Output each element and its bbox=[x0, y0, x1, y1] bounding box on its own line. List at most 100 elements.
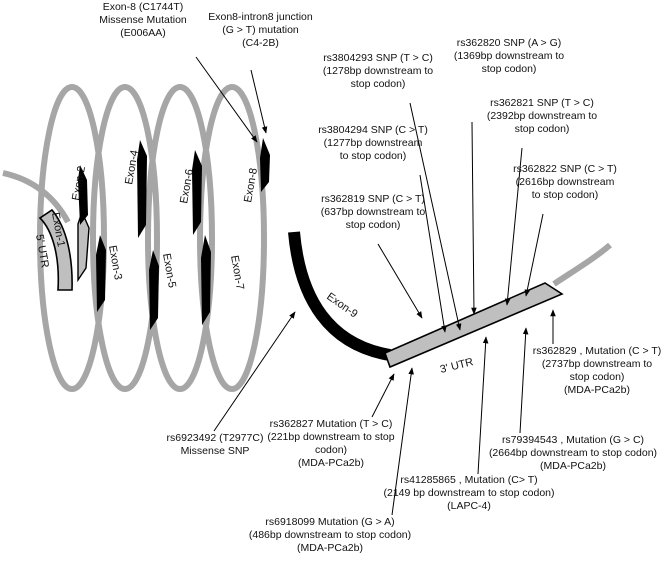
arrow-rs3804294 bbox=[419, 174, 447, 333]
utr5-label: 5' UTR bbox=[33, 233, 51, 269]
exon-1-label: Exon-1 bbox=[49, 211, 67, 247]
arrow-exon8-mut bbox=[195, 56, 258, 143]
exon-2-box bbox=[77, 210, 90, 283]
annotation-line: (1369bp downstream to bbox=[453, 50, 565, 62]
annotation-line: Exon8-intron8 junction bbox=[208, 11, 313, 23]
exon-labels: Exon-1 5' UTR Exon-2 Exon-3 Exon-4 Exon-… bbox=[33, 149, 475, 376]
annotation-line: rs362827 Mutation (T > C) bbox=[269, 418, 393, 430]
annotation-line: (1277bp downstream bbox=[323, 137, 423, 149]
annotation-line: (MDA-PCa2b) bbox=[298, 457, 364, 469]
exon-6-block bbox=[192, 150, 202, 235]
annotation-line: rs6923492 (T2977C) bbox=[166, 432, 264, 444]
annotation-line: codon) bbox=[314, 444, 348, 456]
annotation-line: stop codon) bbox=[345, 219, 401, 231]
annotation-line: rs362822 SNP (C > T) bbox=[513, 163, 617, 175]
annotation-line: rs6918099 Mutation (G > A) bbox=[265, 516, 395, 528]
exon-7-label: Exon-7 bbox=[228, 254, 246, 290]
arrow-rs79394543 bbox=[519, 327, 529, 434]
annotation-exon8-mutation: Exon-8 (C1744T) Missense Mutation (E006A… bbox=[93, 1, 193, 40]
exon-8-block bbox=[260, 138, 270, 192]
arrow-rs362827 bbox=[371, 373, 395, 418]
annotation-line: stop codon) bbox=[569, 371, 625, 383]
arrow-rs362819 bbox=[377, 243, 423, 319]
exon-4-block bbox=[137, 140, 147, 238]
annotation-line: (2664bp downstream to stop codon) bbox=[488, 447, 658, 459]
arrow-rs41285865 bbox=[477, 336, 489, 475]
exon-1-box bbox=[38, 208, 73, 291]
annotation-rs362821: rs362821 SNP (T > C) (2392bp downstream … bbox=[477, 97, 607, 136]
exon-blocks bbox=[78, 138, 270, 330]
utr3-label: 3' UTR bbox=[439, 356, 475, 376]
arrow-rs362822 bbox=[524, 213, 544, 297]
annotation-line: rs79394543 , Mutation (G > C) bbox=[501, 434, 645, 446]
annotation-rs362829: rs362829 , Mutation (C > T) (2737bp down… bbox=[528, 345, 666, 397]
exon-9-segment bbox=[288, 231, 392, 361]
annotation-line: rs3804293 SNP (T > C) bbox=[323, 52, 433, 64]
arrow-rs6918099 bbox=[391, 367, 414, 516]
annotation-rs6918099: rs6918099 Mutation (G > A) (486bp downst… bbox=[244, 516, 416, 555]
coil-loop-4 bbox=[197, 84, 267, 392]
annotation-line: (2616bp downstream bbox=[515, 176, 615, 188]
exon-5-block bbox=[149, 250, 159, 330]
annotation-rs362822: rs362822 SNP (C > T) (2616bp downstream … bbox=[505, 163, 625, 202]
annotation-line: rs362819 SNP (C > T) bbox=[321, 193, 425, 205]
annotation-line: stop codon) bbox=[514, 123, 570, 135]
annotation-line: (637bp downstream to bbox=[320, 206, 426, 218]
annotation-exon8-intron8-junction: Exon8-intron8 junction (G > T) mutation … bbox=[198, 11, 323, 50]
utr3-box bbox=[383, 282, 564, 369]
annotation-rs362827: rs362827 Mutation (T > C) (221bp downstr… bbox=[262, 418, 400, 470]
annotation-line: Missense Mutation bbox=[99, 14, 187, 26]
annotation-rs79394543: rs79394543 , Mutation (G > C) (2664bp do… bbox=[479, 434, 667, 473]
annotation-rs3804294: rs3804294 SNP (C > T) (1277bp downstream… bbox=[308, 124, 438, 163]
annotation-line: stop codon) bbox=[350, 78, 406, 90]
annotation-arrows bbox=[195, 56, 556, 516]
annotation-line: rs362820 SNP (A > G) bbox=[456, 37, 562, 49]
annotation-line: (G > T) mutation bbox=[222, 24, 299, 36]
exon-2-dark bbox=[78, 165, 88, 225]
exon-3-label: Exon-3 bbox=[106, 244, 124, 280]
annotation-line: to stop codon) bbox=[339, 150, 407, 162]
arrow-rs3804293 bbox=[409, 102, 462, 331]
arrow-junction bbox=[250, 69, 268, 134]
annotation-line: (486bp downstream to stop codon) bbox=[248, 529, 412, 541]
annotation-line: to stop codon) bbox=[531, 189, 599, 201]
annotation-rs362819: rs362819 SNP (C > T) (637bp downstream t… bbox=[308, 193, 438, 232]
arrow-rs362821 bbox=[504, 147, 523, 306]
exon-4-label: Exon-4 bbox=[123, 149, 141, 185]
exon-2-label: Exon-2 bbox=[70, 165, 88, 201]
annotation-line: (LAPC-4) bbox=[447, 500, 491, 512]
annotation-line: (MDA-PCa2b) bbox=[564, 384, 630, 396]
arrow-rs6923492 bbox=[213, 311, 296, 432]
annotation-line: (2149 bp downstream to stop codon) bbox=[383, 487, 555, 499]
annotation-line: rs3804294 SNP (C > T) bbox=[318, 124, 428, 136]
arrow-rs362820 bbox=[471, 121, 477, 315]
coil-loop-1 bbox=[37, 84, 107, 392]
coil-loop-2 bbox=[90, 84, 160, 392]
annotation-rs41285865: rs41285865 , Mutation (C> T) (2149 bp do… bbox=[372, 474, 566, 513]
annotation-line: (C4-2B) bbox=[242, 37, 279, 49]
annotation-line: rs362829 , Mutation (C > T) bbox=[532, 345, 662, 357]
exon-7-block bbox=[201, 235, 211, 325]
annotation-line: rs41285865 , Mutation (C> T) bbox=[400, 474, 538, 486]
annotation-line: (E006AA) bbox=[120, 27, 166, 39]
annotation-line: (2392bp downstream to bbox=[486, 110, 598, 122]
exon-6-label: Exon-6 bbox=[178, 168, 196, 204]
intron-tail bbox=[552, 242, 612, 287]
annotation-line: rs362821 SNP (T > C) bbox=[490, 97, 594, 109]
annotation-line: (MDA-PCa2b) bbox=[540, 460, 606, 472]
annotation-line: (221bp downstream to stop bbox=[267, 431, 395, 443]
annotation-rs362820: rs362820 SNP (A > G) (1369bp downstream … bbox=[444, 37, 574, 76]
annotation-rs3804293: rs3804293 SNP (T > C) (1278bp downstream… bbox=[313, 52, 443, 91]
annotation-line: stop codon) bbox=[481, 63, 537, 75]
annotation-line: (MDA-PCa2b) bbox=[297, 542, 363, 554]
coil-loop-3 bbox=[145, 84, 215, 392]
exon-3-block bbox=[96, 235, 106, 312]
annotation-line: Exon-8 (C1744T) bbox=[102, 1, 184, 13]
annotation-line: Missense SNP bbox=[180, 445, 250, 457]
exon-8-label: Exon-8 bbox=[242, 167, 260, 203]
intron-strand bbox=[2, 84, 612, 392]
exon-5-label: Exon-5 bbox=[160, 252, 178, 288]
annotation-line: (1278bp downstream to bbox=[322, 65, 434, 77]
annotation-line: (2737bp downstream to bbox=[541, 358, 653, 370]
